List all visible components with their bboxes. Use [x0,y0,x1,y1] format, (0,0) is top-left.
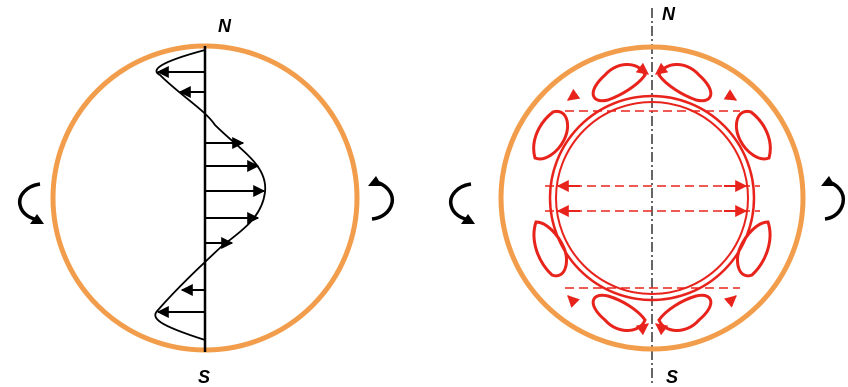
circulation-cell [659,64,711,100]
flow-arrow [568,296,575,303]
rotation-arrow-cw-icon-head [368,176,382,186]
north-label: N [662,4,676,24]
velocity-profile-panel: N S [20,16,393,387]
circulation-cells-panel: N S [451,4,844,387]
rotation-arrow-cw-icon [372,181,392,219]
velocity-arrows [158,72,264,312]
flow-arrow [728,95,736,100]
rotation-arrow-cw-icon-head [821,176,835,186]
south-label: S [666,367,678,387]
circulation-cell [534,111,568,159]
south-label: S [198,367,210,387]
north-label: N [218,16,232,36]
circulation-cell [736,111,770,159]
rotation-arrow-cw-icon [825,181,843,219]
circulation-cell [593,295,645,330]
velocity-profile-curve [155,50,265,340]
flow-arrow [728,296,736,303]
circulation-cell [593,64,645,100]
circulation-cell [659,295,711,330]
flow-arrow [568,95,575,100]
